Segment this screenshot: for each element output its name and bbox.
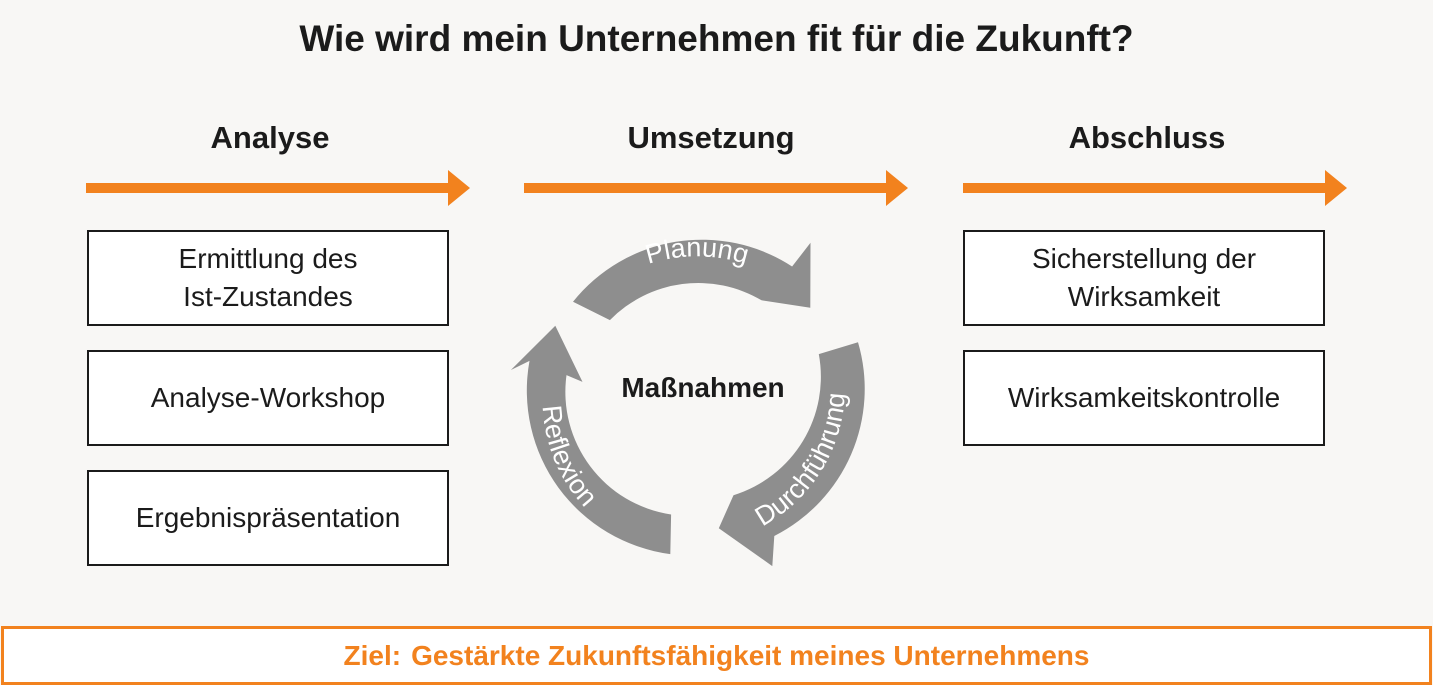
cycle-arrow-planung (573, 239, 811, 321)
phase-title-umsetzung: Umsetzung (627, 120, 795, 155)
box-ist-zustand: Ermittlung des Ist-Zustandes (87, 230, 449, 326)
box-analyse-workshop: Analyse-Workshop (87, 350, 449, 446)
box-ergebnispraesentation: Ergebnispräsentation (87, 470, 449, 566)
page-title: Wie wird mein Unternehmen fit für die Zu… (299, 18, 1134, 59)
phase-arrow-umsetzung (524, 170, 908, 206)
phase-title-abschluss: Abschluss (1068, 120, 1226, 155)
box-sicherstellung: Sicherstellung der Wirksamkeit (963, 230, 1325, 326)
cycle-arrow-durchfuehrung (718, 342, 865, 567)
cycle-arrow-reflexion (510, 325, 672, 555)
box-wirksamkeitskontrolle: Wirksamkeitskontrolle (963, 350, 1325, 446)
phase-arrow-abschluss (963, 170, 1347, 206)
phase-title-analyse: Analyse (210, 120, 330, 155)
measures-cycle: Planung Durchführung Reflexion (510, 232, 865, 567)
goal-banner: Ziel: Gestärkte Zukunftsfähigkeit meines… (1, 626, 1432, 685)
phase-arrow-analyse (86, 170, 470, 206)
cycle-center-label: Maßnahmen (621, 372, 785, 403)
goal-text: Gestärkte Zukunftsfähigkeit meines Unter… (411, 639, 1090, 671)
goal-label: Ziel: (343, 639, 402, 671)
